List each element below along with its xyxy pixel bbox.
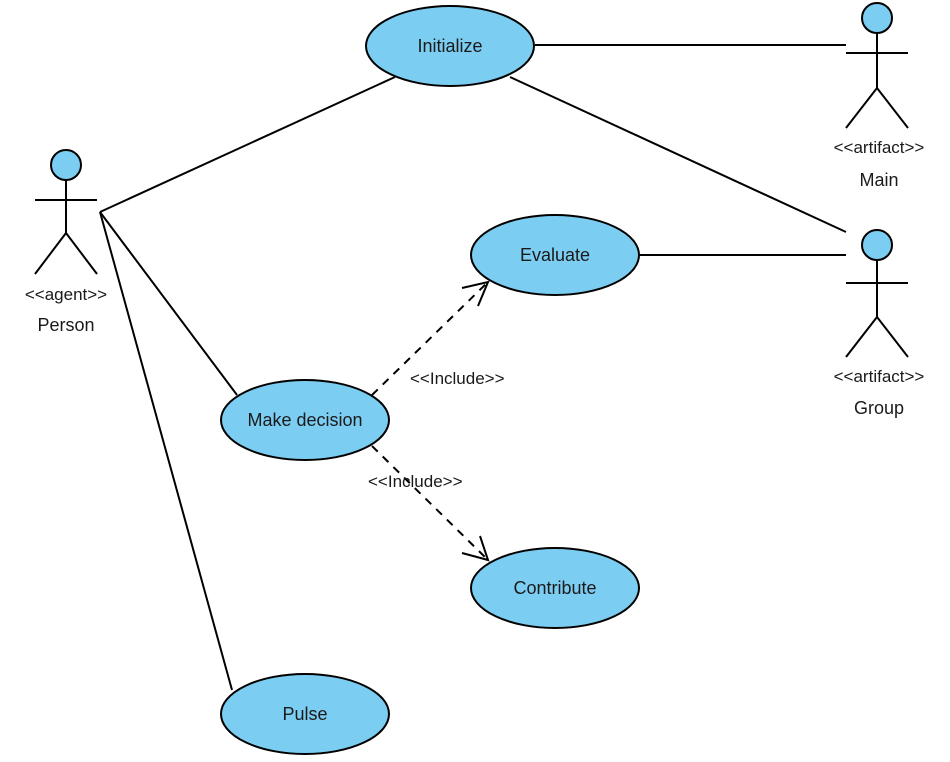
actor-person-stereotype: <<agent>> <box>25 285 107 304</box>
include-label-evaluate: <<Include>> <box>410 369 505 388</box>
association-initialize-group[interactable] <box>509 76 847 233</box>
actor-group-name: Group <box>854 398 904 418</box>
actor-main-stereotype: <<artifact>> <box>834 138 925 157</box>
association-person-make-decision[interactable] <box>99 211 238 396</box>
association-person-pulse[interactable] <box>99 211 233 691</box>
usecase-evaluate-label: Evaluate <box>520 245 590 265</box>
actor-stick-figure-icon <box>34 149 98 275</box>
usecase-pulse-label: Pulse <box>282 704 327 724</box>
actor-main-name: Main <box>859 170 898 190</box>
usecase-contribute-label: Contribute <box>513 578 596 598</box>
include-arrowhead-contribute <box>461 535 490 562</box>
include-label-contribute: <<Include>> <box>368 472 463 491</box>
include-arrowhead-evaluate <box>461 280 490 307</box>
include-decision-evaluate[interactable] <box>371 281 489 396</box>
actor-main[interactable]: <<artifact>> Main <box>834 2 925 190</box>
usecase-initialize[interactable]: Initialize <box>365 5 535 87</box>
actor-group-stereotype: <<artifact>> <box>834 367 925 386</box>
usecase-initialize-label: Initialize <box>417 36 482 56</box>
actor-person[interactable]: <<agent>> Person <box>25 149 107 335</box>
association-person-initialize[interactable] <box>99 76 396 213</box>
usecase-make-decision[interactable]: Make decision <box>220 379 390 461</box>
actor-person-name: Person <box>37 315 94 335</box>
actor-group[interactable]: <<artifact>> Group <box>834 229 925 418</box>
usecase-make-decision-label: Make decision <box>247 410 362 430</box>
usecase-contribute[interactable]: Contribute <box>470 547 640 629</box>
usecase-pulse[interactable]: Pulse <box>220 673 390 755</box>
actor-stick-figure-icon <box>845 229 909 358</box>
include-decision-contribute[interactable] <box>371 445 489 561</box>
actor-stick-figure-icon <box>845 2 909 129</box>
usecase-evaluate[interactable]: Evaluate <box>470 214 640 296</box>
